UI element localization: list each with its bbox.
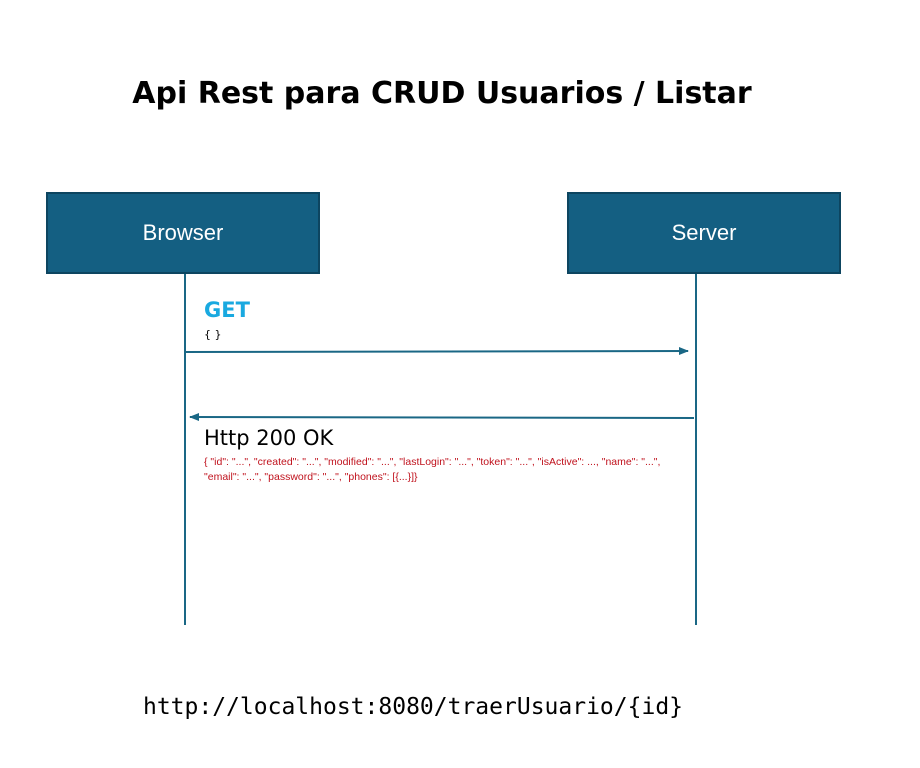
request-method-label: GET xyxy=(204,298,250,322)
response-body-label: { "id": "...", "created": "...", "modifi… xyxy=(204,456,661,483)
request-arrow xyxy=(184,347,689,356)
request-body-label: { } xyxy=(204,328,222,341)
server-actor-box: Server xyxy=(567,192,841,274)
endpoint-url: http://localhost:8080/traerUsuario/{id} xyxy=(142,694,684,720)
browser-actor-label: Browser xyxy=(142,220,224,245)
server-actor-label: Server xyxy=(671,220,737,245)
browser-actor-box: Browser xyxy=(46,192,320,274)
diagram-title: Api Rest para CRUD Usuarios / Listar xyxy=(132,76,752,111)
response-arrow xyxy=(189,413,695,422)
response-status-label: Http 200 OK xyxy=(204,426,334,450)
